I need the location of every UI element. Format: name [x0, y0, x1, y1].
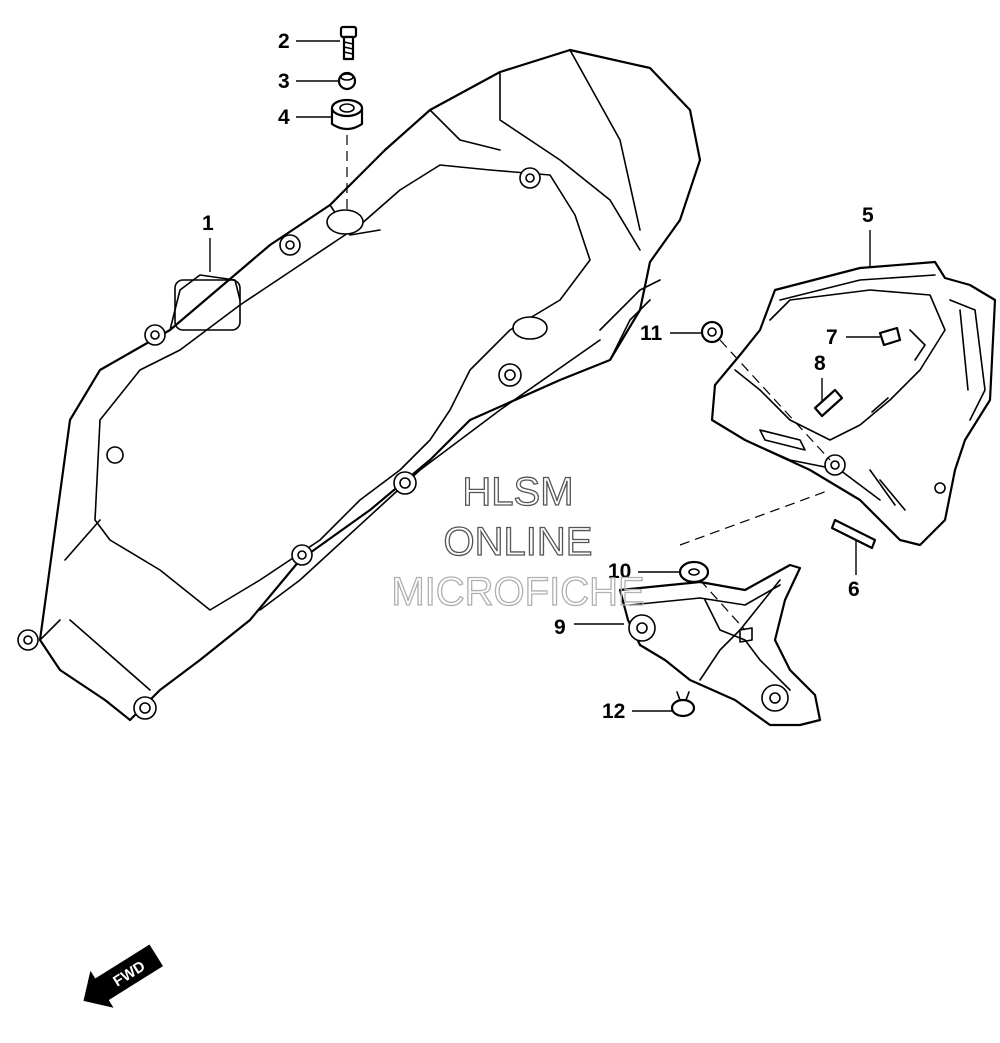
svg-text:3: 3 [278, 70, 290, 93]
part-5-side-cover[interactable] [710, 260, 997, 547]
svg-text:1: 1 [202, 212, 214, 235]
svg-text:8: 8 [814, 352, 826, 375]
part-10-washer[interactable] [678, 560, 710, 584]
svg-text:10: 10 [608, 560, 631, 583]
assembly-axis-10 [699, 579, 746, 631]
svg-text:11: 11 [640, 322, 663, 345]
part-6-strip[interactable] [830, 518, 877, 550]
part-4-grommet[interactable] [330, 98, 364, 131]
callout-12: 12 [602, 700, 672, 723]
assembly-axis-11 [719, 339, 831, 461]
callout-2: 2 [278, 30, 340, 53]
callout-5: 5 [862, 204, 874, 268]
watermark-line-2: ONLINE [444, 520, 593, 564]
callout-4: 4 [278, 106, 332, 129]
part-12-screw[interactable] [670, 691, 696, 718]
svg-text:2: 2 [278, 30, 290, 53]
svg-text:6: 6 [848, 578, 860, 601]
part-3-collar[interactable] [337, 71, 357, 91]
svg-text:7: 7 [826, 326, 838, 349]
assembly-axis-9-5 [679, 489, 831, 546]
part-2-bolt[interactable] [339, 25, 358, 61]
part-1-tail-cowl[interactable] [17, 48, 702, 722]
svg-text:5: 5 [862, 204, 874, 227]
svg-text:4: 4 [278, 106, 290, 129]
callout-8: 8 [814, 352, 826, 402]
forward-arrow-icon: FWD [83, 944, 164, 1008]
watermark-line-1: HLSM [462, 470, 573, 514]
callout-10: 10 [608, 560, 680, 583]
svg-text:12: 12 [602, 700, 625, 723]
callout-11: 11 [640, 322, 702, 345]
watermark: HLSM ONLINE MICROFICHE [391, 469, 646, 614]
part-7-clip[interactable] [878, 326, 902, 347]
callout-9: 9 [554, 616, 624, 639]
callout-3: 3 [278, 70, 338, 93]
watermark-line-3: MICROFICHE [391, 570, 644, 614]
part-9-lower-cover[interactable] [618, 563, 822, 727]
callout-6: 6 [848, 540, 860, 601]
callout-1: 1 [202, 212, 214, 272]
part-8-pad[interactable] [813, 388, 844, 418]
svg-text:9: 9 [554, 616, 566, 639]
callout-7: 7 [826, 326, 880, 349]
part-11-nut[interactable] [700, 320, 724, 344]
